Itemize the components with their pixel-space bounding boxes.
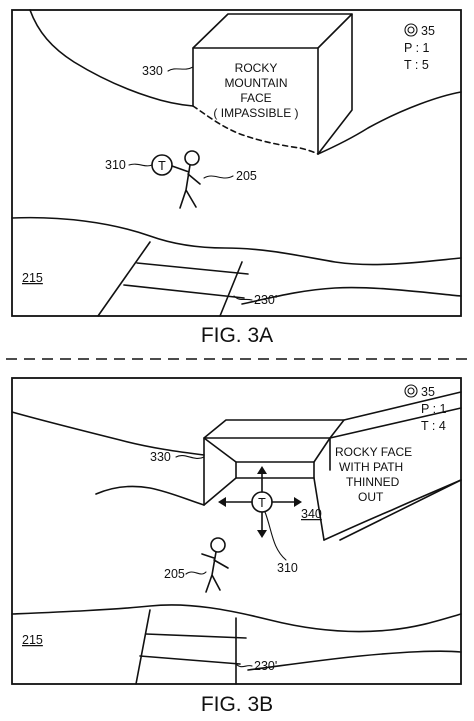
fig3b-ref-330: 330: [150, 450, 171, 464]
fig3b-token-letter: T: [258, 496, 266, 510]
fig3b-side-line-4: OUT: [358, 490, 384, 504]
fig3a-token-letter: T: [158, 159, 166, 173]
fig3a-leader-310: [128, 163, 153, 167]
fig3a-mountain-dashed-base: [192, 105, 319, 155]
fig3b-status-count: 35: [421, 385, 435, 399]
fig3a-ref-330: 330: [142, 64, 163, 78]
fig3b-leader-310: [264, 511, 287, 561]
figure-3b: 35 P : 1 T : 4 ROCKY FACE WITH PATH THIN…: [11, 377, 462, 716]
fig3a-status-p: P : 1: [404, 41, 430, 55]
fig3a-leader-230: [233, 295, 253, 301]
fig3a-mountain-block: [192, 13, 353, 155]
fig3b-token: T: [251, 491, 273, 513]
fig3b-player-figure: [201, 537, 229, 593]
fig3b-lower-terrain-bottom: [247, 650, 462, 671]
fig3a-leader-330: [167, 66, 194, 72]
fig3b-ref-310: 310: [277, 561, 298, 575]
fig3b-lower-terrain-top: [11, 604, 462, 633]
fig3a-player-figure: [171, 150, 201, 209]
fig3b-leader-330: [175, 455, 205, 459]
fig3a-lower-terrain-bottom: [241, 286, 462, 305]
fig3b-mountain-block: [203, 391, 462, 541]
fig3b-right-terrain: [323, 479, 462, 541]
fig3a-status-count: 35: [421, 24, 435, 38]
fig3b-path-230: [135, 609, 247, 685]
fig3a-path-230: [97, 241, 249, 317]
fig3b-status-p: P : 1: [421, 402, 447, 416]
fig3a-upper-terrain: [29, 9, 194, 107]
fig3b-side-line-1: ROCKY FACE: [335, 445, 412, 459]
fig3a-caption: FIG. 3A: [201, 324, 273, 347]
fig3b-side-line-2: WITH PATH: [339, 460, 403, 474]
fig3a-block-line-1: ROCKY: [235, 61, 278, 75]
fig3a-ref-205: 205: [236, 169, 257, 183]
fig3b-ref-340: 340: [301, 507, 322, 521]
fig3b-leader-230: [235, 663, 253, 668]
fig3a-token: T: [151, 154, 173, 176]
fig3b-side-line-3: THINNED: [346, 475, 400, 489]
fig3b-ref-215: 215: [22, 633, 43, 647]
move-arrows-icon: [218, 466, 302, 538]
fig3b-ref-230: 230': [254, 659, 277, 673]
fig3b-status-t: T : 4: [421, 419, 446, 433]
fig3a-ref-310: 310: [105, 158, 126, 172]
fig3a-ref-215: 215: [22, 271, 43, 285]
figure-3a: ROCKY MOUNTAIN FACE ( IMPASSIBLE ) 35 P …: [11, 9, 462, 347]
fig3a-status-t: T : 5: [404, 58, 429, 72]
fig3a-block-line-4: ( IMPASSIBLE ): [213, 106, 298, 120]
fig3b-status: 35 P : 1 T : 4: [404, 384, 447, 433]
fig3a-ref-230: 230': [254, 293, 277, 307]
fig3b-upper-terrain: [11, 411, 205, 456]
fig3b-ref-205: 205: [164, 567, 185, 581]
fig3a-right-terrain: [317, 91, 462, 155]
fig3a-status: 35 P : 1 T : 5: [404, 23, 435, 72]
fig3a-block-line-2: MOUNTAIN: [224, 76, 287, 90]
fig3a-lower-terrain-top: [11, 216, 462, 266]
fig3a-block-line-3: FACE: [240, 91, 271, 105]
fig3a-leader-205: [203, 175, 234, 179]
target-icon: [404, 384, 418, 398]
fig3b-left-terrain: [95, 485, 205, 506]
fig3a-frame: [11, 9, 462, 317]
fig3b-leader-205: [185, 571, 207, 575]
fig3b-caption: FIG. 3B: [201, 693, 273, 716]
target-icon: [404, 23, 418, 37]
